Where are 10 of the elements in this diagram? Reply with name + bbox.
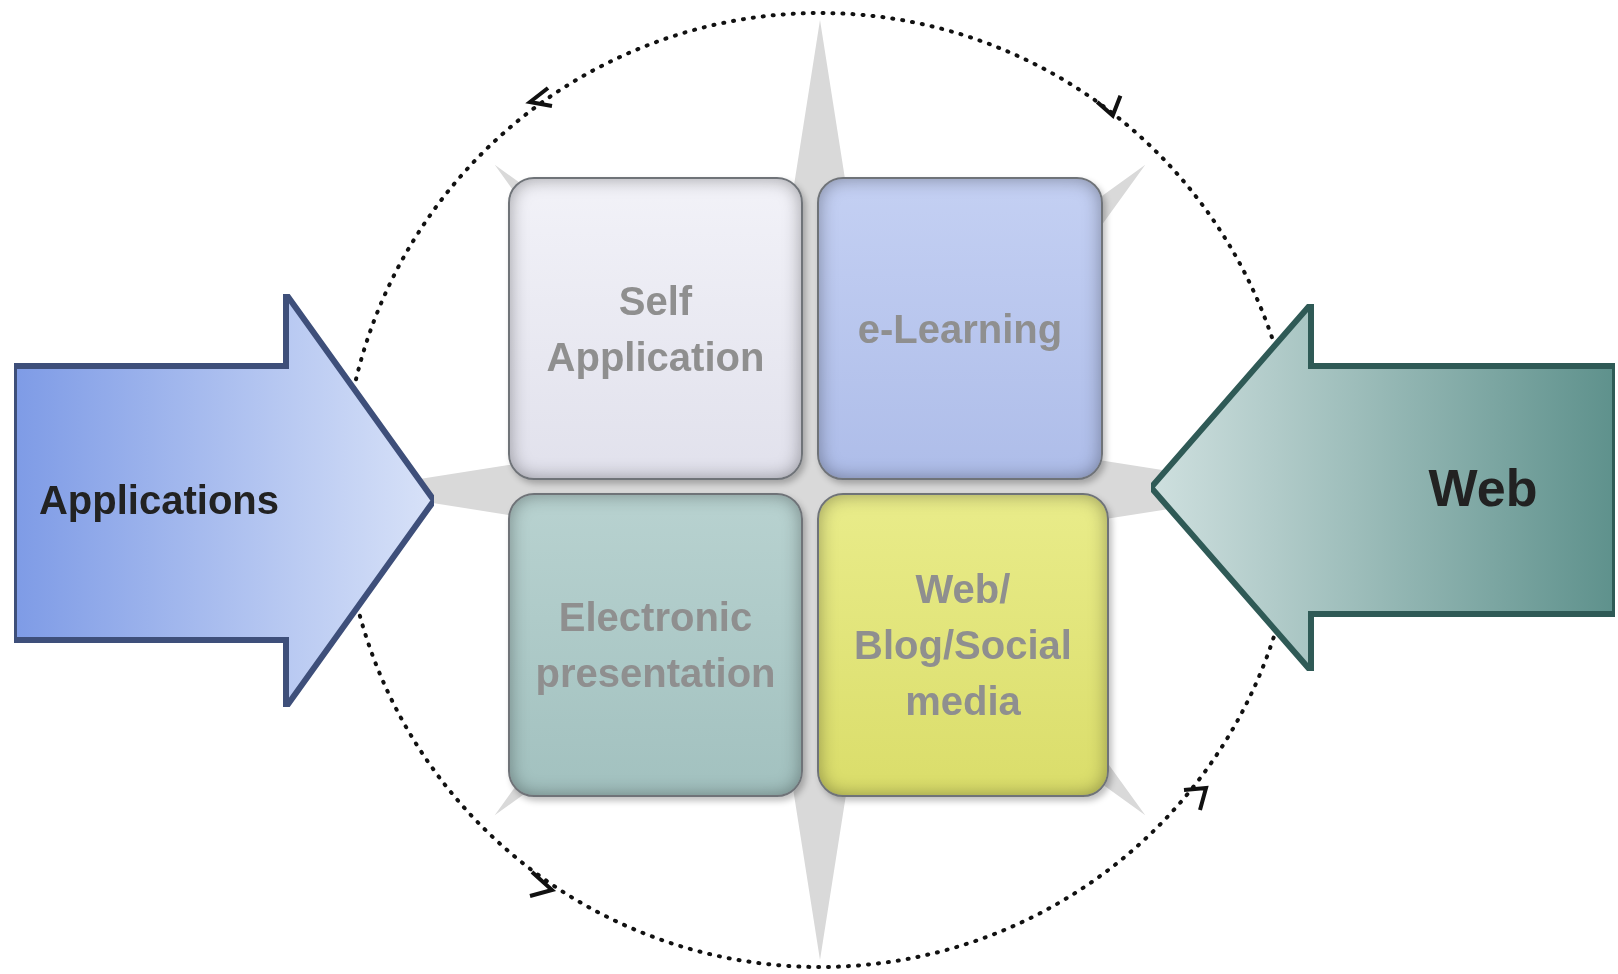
- tile: [508, 177, 803, 480]
- tile-label: e-Learning: [856, 305, 1064, 353]
- tile-label: Self Application: [545, 277, 766, 381]
- tile-label: Electronic presentation: [534, 594, 777, 697]
- arrow-label: Applications: [39, 478, 279, 523]
- tile: [508, 493, 803, 797]
- arrow-label: Web: [1428, 457, 1538, 518]
- tile: [817, 493, 1109, 797]
- tile: [817, 177, 1103, 480]
- tile-label: Web/ Blog/Social media: [853, 566, 1073, 725]
